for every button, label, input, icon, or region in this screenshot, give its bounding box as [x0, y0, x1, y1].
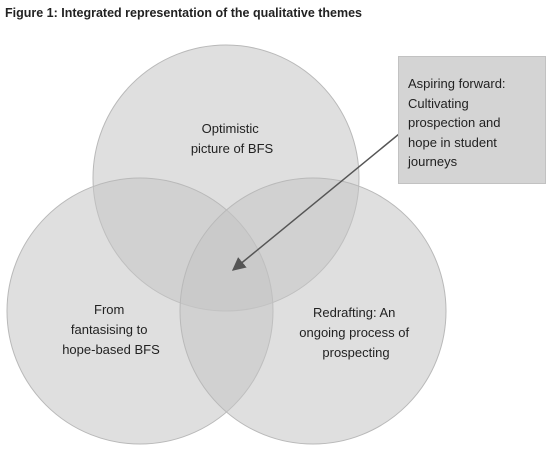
svg-text:From fantasising to ho: From fantasising to hope-based BFS: [62, 302, 160, 357]
figure-title: Figure 1: Integrated representation of t…: [5, 6, 363, 20]
callout-box: Aspiring forward: Cultivating prospectio…: [398, 56, 546, 184]
callout-text-line: Aspiring forward:: [408, 76, 506, 91]
circle-top-label-line: Optimistic: [202, 121, 260, 136]
callout-text-line: hope in student: [408, 134, 497, 150]
svg-text:Redrafting: An ongoing pro: Redrafting: An ongoing process of prospe…: [299, 305, 412, 360]
circle-left-label-line: hope-based BFS: [62, 342, 160, 357]
circle-right-label-line: Redrafting: An: [313, 305, 395, 320]
circle-right-label-line: prospecting: [322, 345, 389, 360]
circle-right-label-line: ongoing process of: [299, 325, 409, 340]
svg-text:Optimistic picture of BFS: Optimistic picture of BFS: [191, 121, 274, 156]
callout-text-line: journeys: [408, 154, 458, 169]
callout-text-line: Cultivating: [408, 95, 469, 111]
circle-right: [179, 177, 447, 445]
callout-arrow: [231, 124, 411, 271]
circle-left-label-line: fantasising to: [71, 322, 148, 337]
circle-left-label-line: From: [94, 302, 124, 317]
circle-top-label-line: picture of BFS: [191, 141, 274, 156]
callout-text-line: prospection and: [408, 115, 501, 130]
